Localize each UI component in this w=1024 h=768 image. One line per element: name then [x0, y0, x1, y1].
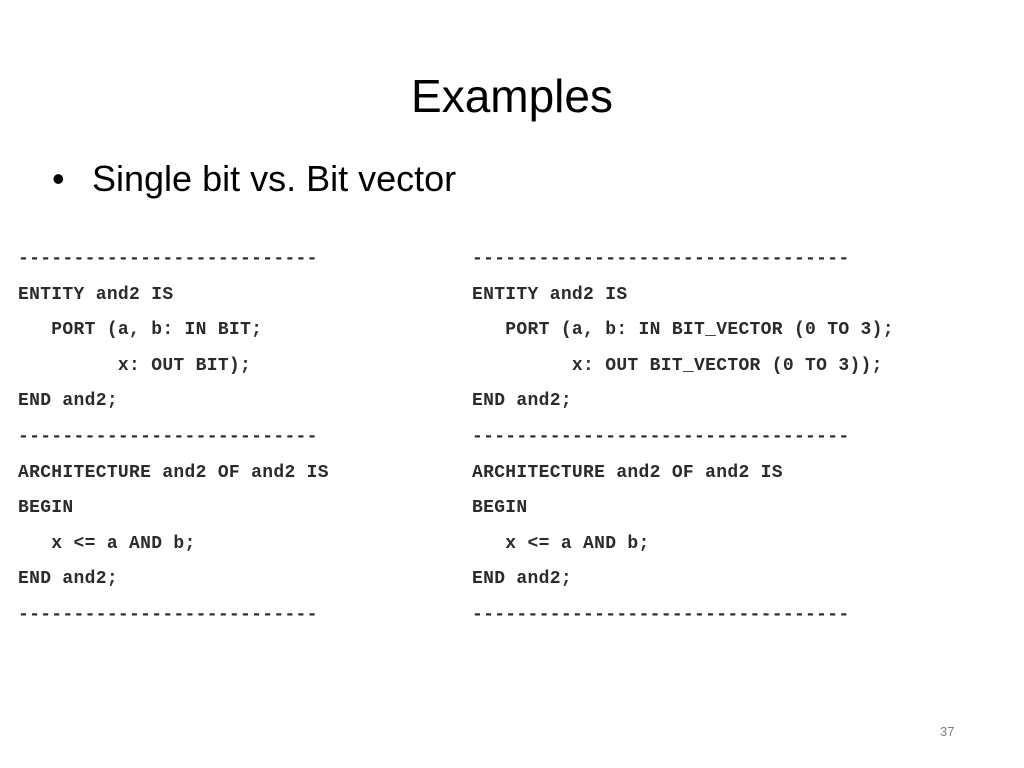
- code-line: PORT (a, b: IN BIT_VECTOR (0 TO 3);: [472, 320, 894, 341]
- code-line: ----------------------------------: [472, 249, 850, 269]
- bullet-item: • Single bit vs. Bit vector: [52, 156, 456, 202]
- code-line: ARCHITECTURE and2 OF and2 IS: [472, 462, 783, 483]
- code-line: ---------------------------: [18, 249, 318, 269]
- code-line: PORT (a, b: IN BIT;: [18, 320, 263, 341]
- code-line: BEGIN: [18, 498, 74, 519]
- code-line: BEGIN: [472, 498, 528, 519]
- bullet-marker: •: [52, 158, 65, 199]
- bullet-text: Single bit vs. Bit vector: [92, 158, 457, 199]
- code-line: ---------------------------: [18, 604, 318, 625]
- code-line: END and2;: [18, 391, 118, 412]
- code-line: END and2;: [472, 569, 572, 590]
- code-line: ----------------------------------: [472, 426, 850, 447]
- code-line: END and2;: [472, 391, 572, 412]
- code-line: ARCHITECTURE and2 OF and2 IS: [18, 462, 329, 483]
- code-line: ---------------------------: [18, 426, 318, 447]
- code-line: ENTITY and2 IS: [18, 284, 174, 305]
- code-line: x: OUT BIT_VECTOR (0 TO 3));: [472, 355, 883, 376]
- code-line: ENTITY and2 IS: [472, 284, 628, 305]
- code-line: x <= a AND b;: [472, 533, 650, 554]
- code-line: ----------------------------------: [472, 604, 850, 625]
- page-number: 37: [940, 724, 955, 739]
- code-line: x <= a AND b;: [18, 533, 196, 554]
- code-line: END and2;: [18, 569, 118, 590]
- slide-title: Examples: [411, 70, 613, 122]
- code-block-bit-vector: ---------------------------------- ENTITY…: [472, 242, 894, 634]
- code-block-single-bit: --------------------------- ENTITY and2 I…: [18, 242, 329, 634]
- code-line: x: OUT BIT);: [18, 355, 252, 376]
